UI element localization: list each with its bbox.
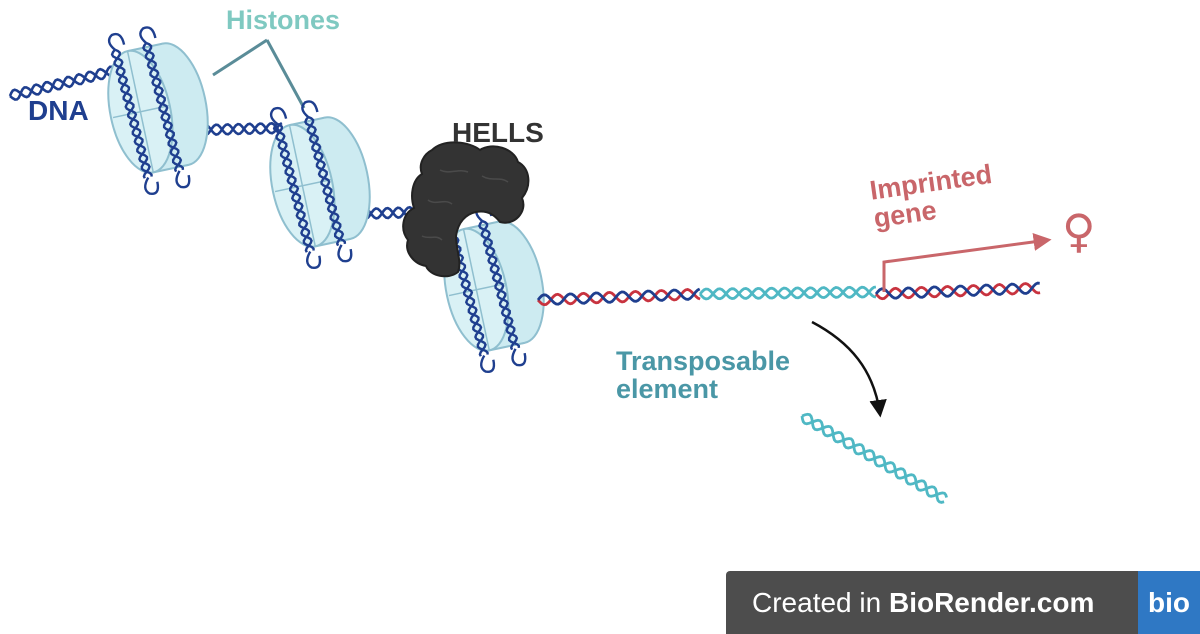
wrapped-dna-loop	[306, 250, 322, 270]
credit-prefix: Created in	[752, 587, 889, 618]
wrapped-dna-0-strand-b	[449, 226, 489, 355]
transposon-in-genome-strand-a	[698, 285, 877, 301]
excised-transposable-element	[800, 412, 948, 504]
wrapped-dna-1-strand-b	[306, 115, 347, 244]
excised-transposon-strand-b	[801, 412, 945, 504]
linker-dna	[8, 65, 420, 221]
wrapped-dna-loop	[480, 354, 496, 374]
excised-transposon-strand-a	[800, 415, 948, 498]
histones-label: Histones	[226, 5, 341, 35]
wrapped-dna-1-strand-a	[478, 220, 519, 351]
histone-octamer-seam	[462, 228, 491, 351]
wrapped-dna-loop	[139, 26, 157, 44]
wrapped-dna-0-strand-b	[275, 122, 315, 251]
wrapped-dna-0-strand-a	[110, 48, 151, 179]
histone-core-edge	[127, 42, 163, 53]
wrapped-dna-0-strand-b	[113, 48, 153, 177]
wrapped-dna-loop	[511, 348, 527, 367]
wrapped-dna-loop	[175, 170, 191, 189]
biorender-credit-text: Created in BioRender.com	[752, 587, 1094, 619]
hells-protein	[402, 141, 530, 278]
wrapped-dna-loop	[107, 32, 126, 51]
wrapped-dna-1-strand-b	[480, 219, 521, 348]
transposon-in-genome-strand-b	[698, 285, 877, 301]
biorender-logo[interactable]: bio	[1138, 571, 1200, 634]
transposable-element-label: Transposable element	[616, 347, 790, 404]
hells-label: HELLS	[452, 117, 544, 148]
imprinted-gene-dna-strand-a	[874, 282, 1041, 301]
wrapped-dna-loop	[269, 106, 288, 125]
wrapped-dna-1-strand-b	[144, 41, 185, 170]
credit-brand: BioRender.com	[888, 587, 1095, 618]
nucleosome	[107, 26, 209, 196]
transposable-element-label-line1: Transposable	[616, 346, 791, 376]
histones-pointer-right	[265, 39, 306, 109]
wrapped-dna-loop	[301, 100, 319, 118]
hells-protein-texture	[421, 169, 509, 241]
nucleosome	[443, 204, 545, 374]
histone-core-edge	[289, 116, 325, 127]
wrapped-dna-loop	[144, 176, 160, 196]
dna-downstream-strand-b	[536, 287, 701, 306]
nucleosome	[269, 100, 371, 270]
female-symbol: ♀	[1062, 204, 1096, 258]
dna-downstream-strand-a	[536, 288, 701, 307]
linker-dna-1-strand-a	[198, 121, 283, 137]
histone-octamer-seam	[288, 124, 317, 247]
linker-dna-1-strand-b	[198, 121, 283, 136]
transposon-excision-arrow	[811, 320, 887, 418]
wrapped-dna-loop	[337, 244, 353, 263]
dna-label: DNA	[28, 95, 89, 126]
imprinted-gene-dna-strand-b	[874, 281, 1040, 300]
wrapped-dna-1-strand-a	[142, 42, 183, 173]
histone-octamer-seam	[126, 50, 155, 173]
linker-dna-2-strand-b	[358, 205, 420, 220]
histones-pointer-left	[212, 38, 268, 77]
histone-core-edge	[463, 220, 499, 231]
biorender-credit-banner[interactable]: Created in BioRender.com bio	[726, 571, 1200, 634]
wrapped-dna-0-strand-a	[272, 122, 313, 253]
transposable-element-label-line2: element	[616, 374, 719, 405]
dna-entry-strand-b	[8, 67, 119, 99]
imprinted-gene-promoter-arrow	[882, 232, 1052, 292]
dna-strands	[536, 281, 1041, 307]
wrapped-dna-1-strand-a	[304, 116, 345, 247]
